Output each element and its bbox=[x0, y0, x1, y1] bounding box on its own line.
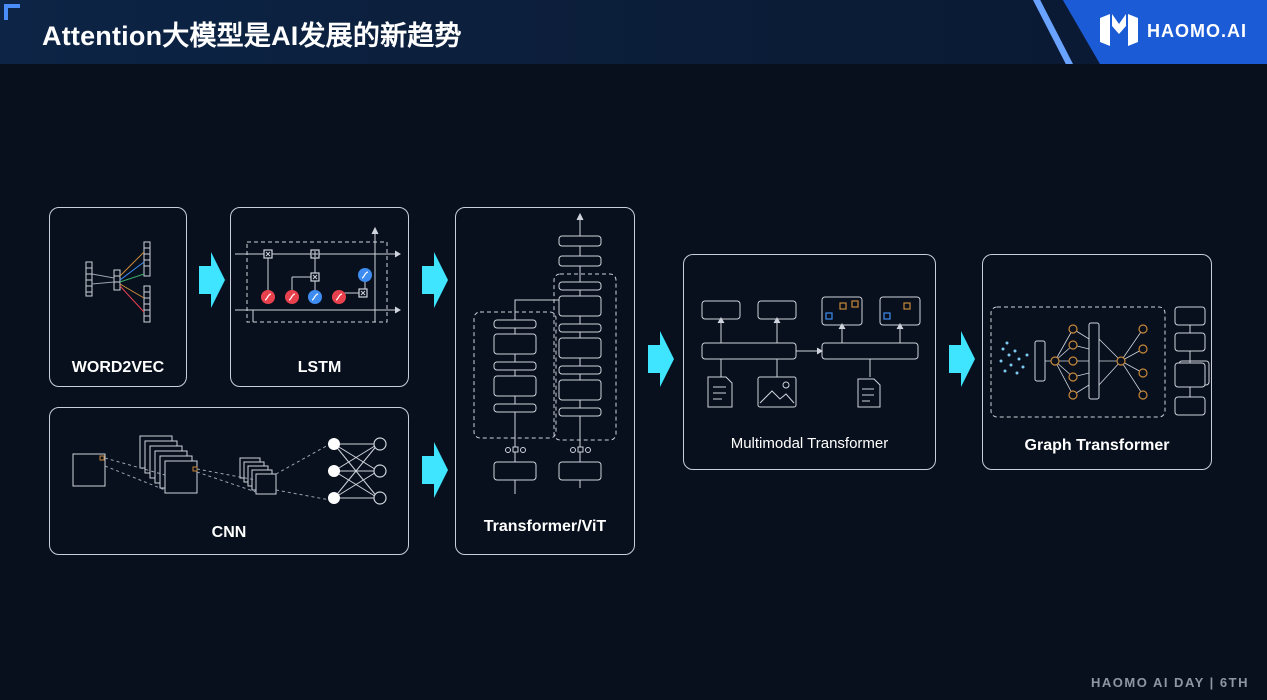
lstm-box: LSTM bbox=[230, 207, 409, 387]
lstm-label: LSTM bbox=[297, 359, 342, 376]
arrow-right-icon bbox=[648, 331, 674, 387]
cnn-label: CNN bbox=[211, 524, 247, 541]
corner-bracket-icon bbox=[4, 4, 20, 20]
word2vec-label: WORD2VEC bbox=[71, 359, 165, 376]
word2vec-box: WORD2VEC bbox=[49, 207, 187, 387]
cnn-box: CNN bbox=[49, 407, 409, 555]
transformer-box: Transformer/ViT bbox=[455, 207, 635, 555]
multimodal-label: Multimodal Transformer bbox=[730, 435, 889, 452]
arrow-right-icon bbox=[199, 252, 225, 308]
haomo-logo-icon bbox=[1100, 14, 1138, 46]
arrow-right-icon bbox=[422, 252, 448, 308]
lstm-diagram bbox=[235, 226, 401, 323]
footer-event-label: HAOMO AI DAY | 6TH bbox=[1090, 675, 1249, 690]
logo-band bbox=[1062, 0, 1267, 64]
logo-text: HAOMO.AI bbox=[1147, 21, 1247, 41]
multimodal-box: Multimodal Transformer bbox=[683, 254, 936, 470]
graph-box: Graph Transformer bbox=[982, 254, 1212, 470]
word2vec-diagram bbox=[85, 241, 151, 323]
multimodal-diagram bbox=[701, 296, 921, 408]
graph-diagram bbox=[990, 306, 1210, 418]
transformer-label: Transformer/ViT bbox=[483, 518, 607, 535]
page-title: Attention大模型是AI发展的新趋势 bbox=[42, 21, 462, 51]
cnn-diagram bbox=[72, 435, 387, 505]
arrow-right-icon bbox=[949, 331, 975, 387]
arrow-right-icon bbox=[422, 442, 448, 498]
graph-label: Graph Transformer bbox=[1024, 437, 1170, 454]
transformer-diagram bbox=[473, 212, 617, 494]
